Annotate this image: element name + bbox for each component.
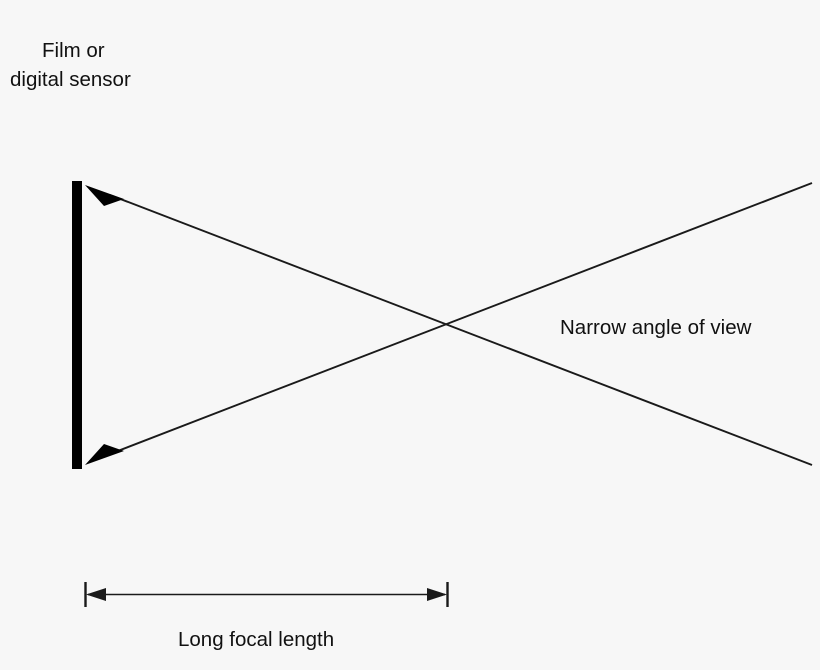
- upper-light-ray-arrowhead: [85, 185, 124, 206]
- focal-length-dimension: [84, 582, 449, 607]
- lower-light-ray-line: [109, 182, 813, 455]
- narrow-angle-of-view-label: Narrow angle of view: [560, 316, 752, 339]
- focal-length-arrowhead-right: [427, 588, 447, 601]
- upper-light-ray-line: [109, 194, 813, 466]
- sensor-label-line-1: Film or: [42, 39, 105, 62]
- long-focal-length-label: Long focal length: [178, 628, 334, 651]
- focal-length-arrowhead-left: [86, 588, 106, 601]
- upper-light-ray: [85, 185, 813, 466]
- film-or-digital-sensor-bar: [72, 181, 82, 469]
- lower-light-ray-arrowhead: [85, 444, 124, 465]
- lower-light-ray: [85, 182, 813, 465]
- sensor-label-line-2: digital sensor: [10, 68, 131, 91]
